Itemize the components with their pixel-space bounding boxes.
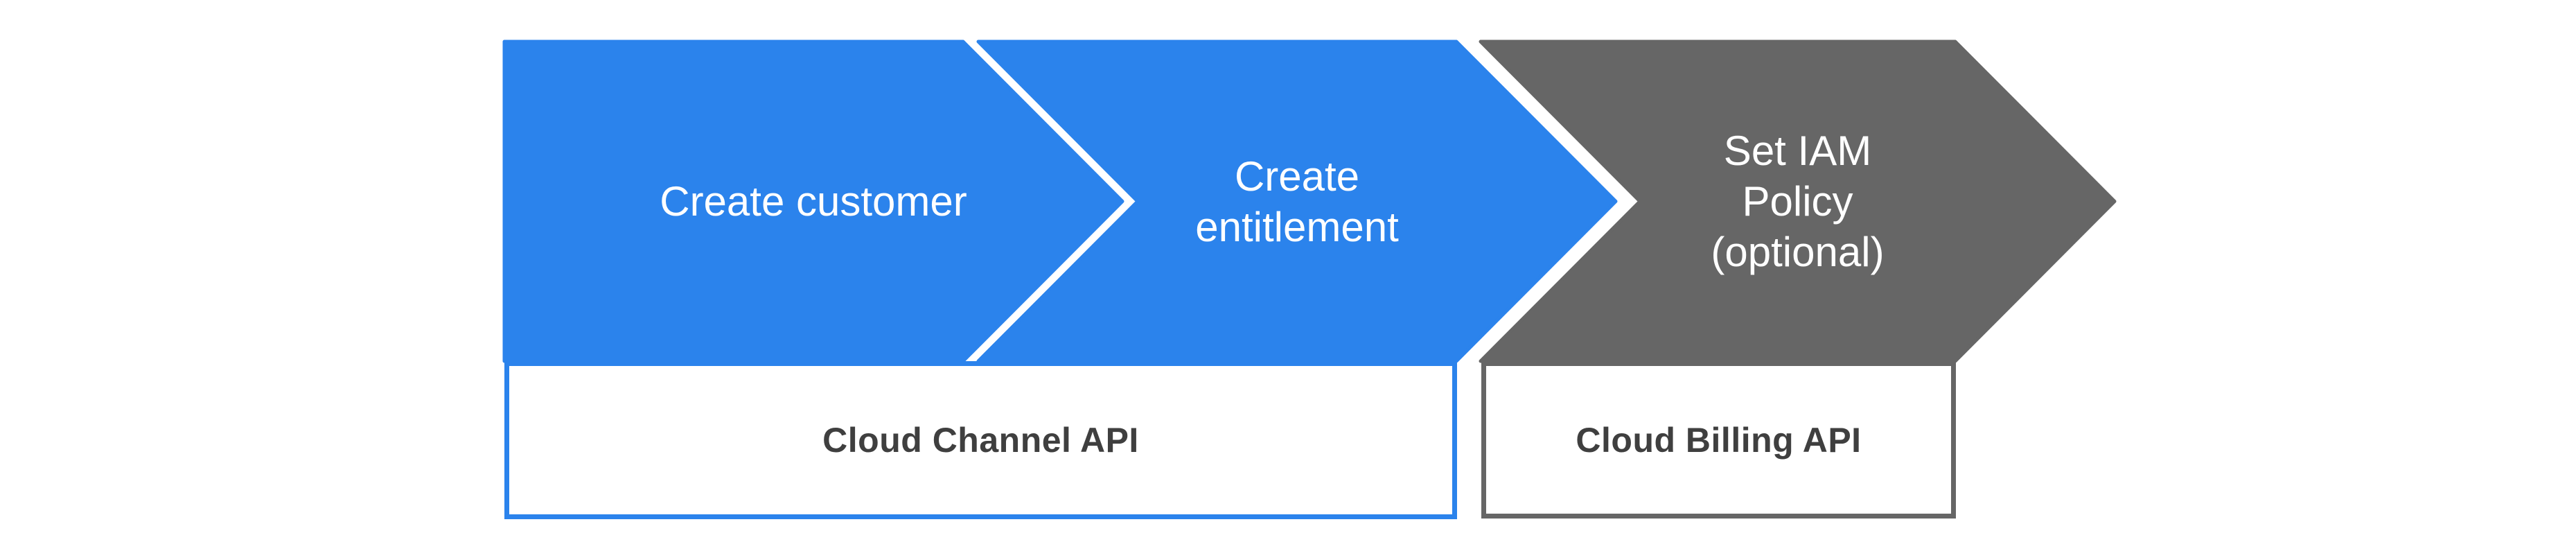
cloud-channel-api-box: Cloud Channel API xyxy=(504,361,1457,519)
cloud-channel-api-label: Cloud Channel API xyxy=(822,421,1139,460)
chevron-create-customer xyxy=(502,40,1124,363)
cloud-billing-api-label: Cloud Billing API xyxy=(1576,420,1862,460)
chevron-create-entitlement xyxy=(976,40,1618,363)
cloud-billing-api-box: Cloud Billing API xyxy=(1481,361,1956,518)
chevron-set-iam-policy xyxy=(1479,40,2117,363)
